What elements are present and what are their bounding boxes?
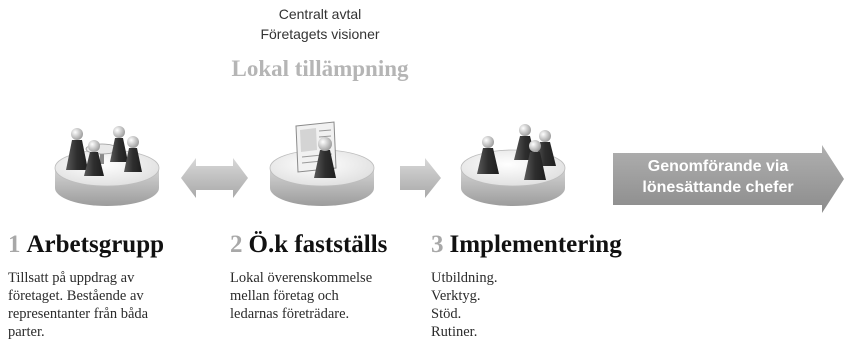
step-1-text-line: företaget. Bestående av — [8, 288, 144, 304]
step-1-title: Arbetsgrupp — [26, 231, 165, 258]
right-arrow-icon — [400, 158, 441, 198]
step-2-text-line: mellan företag och — [230, 288, 339, 304]
step-1-text-line: representanter från båda — [8, 306, 149, 322]
step-3-text-line: Stöd. — [431, 306, 462, 322]
person-figure-2 — [314, 137, 336, 178]
header-line-central-agreement: Centralt avtal — [278, 6, 362, 22]
step-1-text-line: Tillsatt på uppdrag av — [8, 270, 135, 286]
people-figures-group-1 — [66, 126, 142, 176]
header-emphasis: Lokal tillämpning — [231, 56, 409, 81]
step-3-text-line: Rutiner. — [431, 324, 478, 340]
step-1-text-line: parter. — [8, 324, 45, 340]
cta-line-1: Genomförande via — [647, 158, 789, 175]
step-2-number: 2 — [230, 231, 243, 258]
double-arrow-icon — [181, 158, 248, 198]
step-3-text-line: Utbildning. — [431, 270, 498, 286]
cta-label: Genomförande via lönesättande chefer — [618, 156, 818, 198]
step-3-text-line: Verktyg. — [431, 288, 481, 304]
step-1-description: Tillsatt på uppdrag av företaget. Beståe… — [8, 269, 148, 341]
step-3-description: Utbildning. Verktyg. Stöd. Rutiner. — [431, 269, 497, 341]
step-2-description: Lokal överenskommelse mellan företag och… — [230, 269, 372, 323]
step-2-text-line: Lokal överenskommelse — [230, 270, 373, 286]
step-2-text-line: ledarnas företrädare. — [230, 306, 350, 322]
step-3-number: 3 — [431, 231, 444, 258]
header-line-company-visions: Företagets visioner — [260, 26, 380, 42]
step-1-number: 1 — [8, 231, 21, 258]
step-2-title: Ö.k fastställs — [248, 231, 388, 258]
people-figures-group-3 — [477, 124, 556, 180]
cta-line-2: lönesättande chefer — [642, 179, 794, 196]
implementation-arrow — [613, 145, 844, 213]
step-3-title: Implementering — [449, 231, 622, 258]
